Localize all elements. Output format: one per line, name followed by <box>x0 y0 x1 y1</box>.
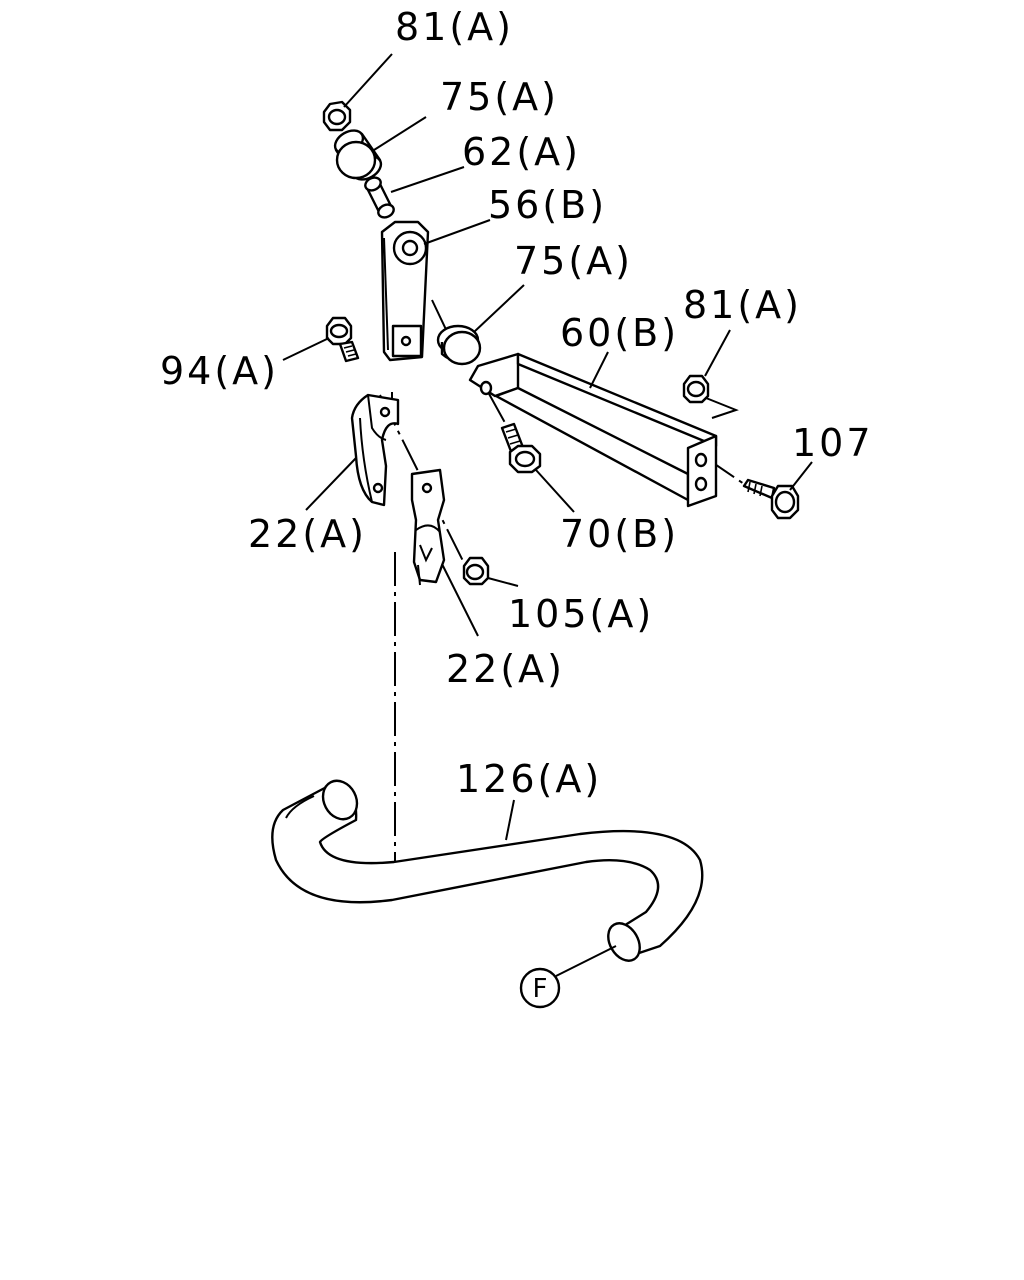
nut-81a-right <box>682 374 710 404</box>
ref-f-label: F <box>533 974 548 1004</box>
label-22a-low: 22(A) <box>446 647 565 691</box>
leader-75a-mid <box>473 284 525 333</box>
label-81a-right: 81(A) <box>683 283 802 327</box>
leader-ref-f <box>555 945 617 977</box>
bolt-107 <box>742 478 800 520</box>
leader-94a <box>282 337 330 361</box>
leader-70b <box>535 469 575 513</box>
label-75a-mid: 75(A) <box>514 239 633 283</box>
label-105a: 105(A) <box>508 592 654 636</box>
collar-62a <box>364 176 395 219</box>
leader-56b <box>423 219 491 245</box>
leader-60b <box>589 351 609 389</box>
leader-126a <box>505 799 515 841</box>
link-56b <box>380 220 430 362</box>
label-60b: 60(B) <box>560 311 679 355</box>
label-126a: 126(A) <box>456 757 602 801</box>
bracket-60b <box>468 352 739 508</box>
bracket-22a-low <box>410 468 446 586</box>
nut-81a-top <box>322 100 352 132</box>
bushing-75a-mid <box>436 324 482 366</box>
leader-75a-top <box>373 116 427 151</box>
label-107: 107 <box>792 421 874 465</box>
bolt-70b <box>500 422 542 474</box>
leader-22a-low <box>441 563 479 637</box>
label-94a: 94(A) <box>160 349 279 393</box>
bolt-94a <box>325 316 360 363</box>
leader-107 <box>789 461 813 491</box>
label-75a-top: 75(A) <box>440 75 559 119</box>
leader-62a <box>390 166 465 193</box>
label-22a-left: 22(A) <box>248 512 367 556</box>
stabilizer-bar-126a <box>271 779 704 962</box>
leader-105a <box>487 577 519 587</box>
label-70b: 70(B) <box>560 512 679 556</box>
nut-105a <box>462 556 490 586</box>
label-81a-top: 81(A) <box>395 5 514 49</box>
leader-22a-left <box>305 457 357 511</box>
reference-circle-f: F <box>519 967 561 1009</box>
label-62a: 62(A) <box>462 130 581 174</box>
bracket-22a-left <box>350 393 400 507</box>
label-56b: 56(B) <box>488 183 607 227</box>
bushing-75a-top <box>333 129 383 181</box>
leader-81a-right <box>704 329 731 377</box>
leader-81a-top <box>343 53 393 108</box>
